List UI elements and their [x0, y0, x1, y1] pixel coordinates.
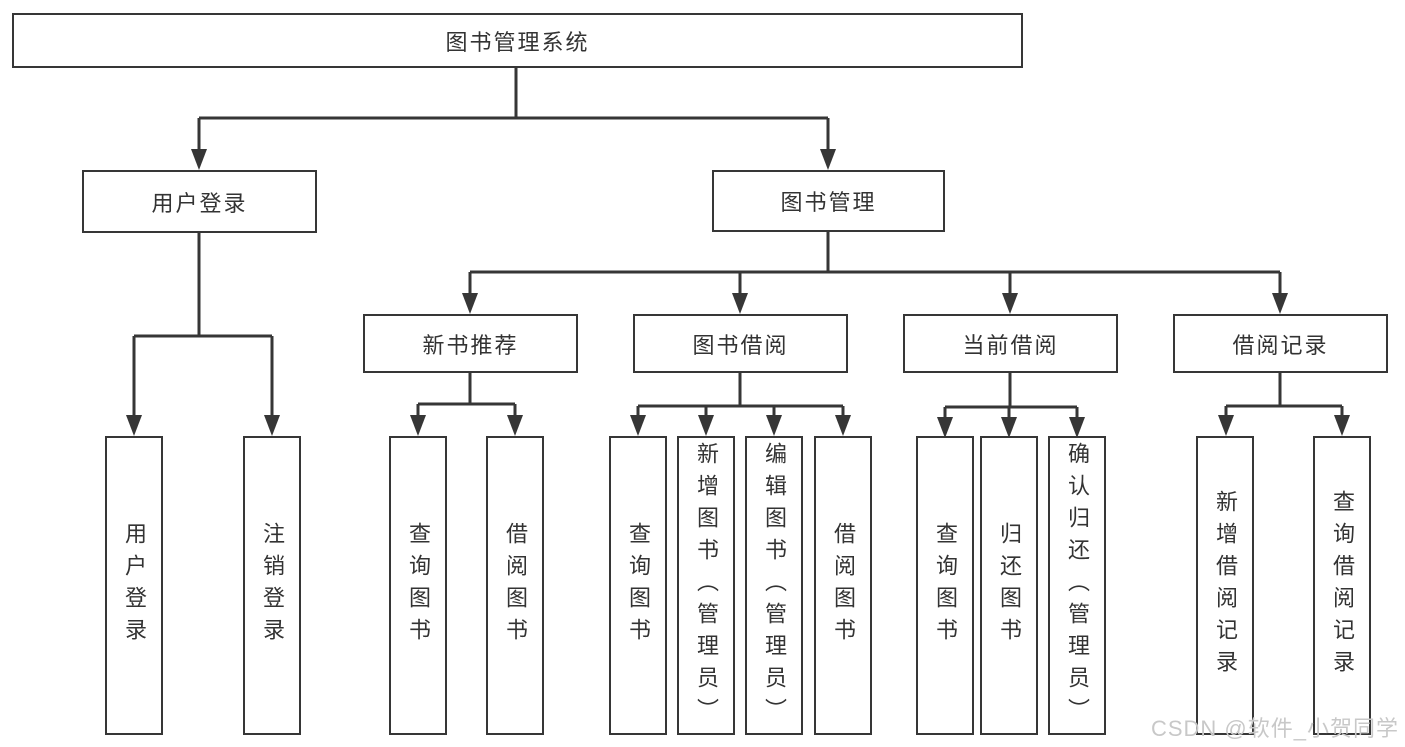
leaf-borrow-query-book: 查询图书 — [609, 436, 667, 735]
leaf-return-book-label: 归还图书 — [997, 521, 1022, 650]
watermark: CSDN @软件_小贺同学 — [1150, 716, 1399, 741]
leaf-current-query-book-label: 查询图书 — [933, 521, 958, 650]
leaf-recommend-borrow-book-label: 借阅图书 — [503, 521, 528, 650]
node-book-borrow: 图书借阅 — [633, 314, 848, 373]
leaf-recommend-query-book: 查询图书 — [389, 436, 447, 735]
node-new-book-recommend: 新书推荐 — [363, 314, 578, 373]
leaf-borrow-book: 借阅图书 — [814, 436, 872, 735]
node-current-borrow: 当前借阅 — [903, 314, 1118, 373]
leaf-user-login-label: 用户登录 — [122, 521, 147, 650]
leaf-borrow-book-label: 借阅图书 — [831, 521, 856, 650]
leaf-add-book-admin-label: 新增图书（管理员） — [694, 441, 719, 730]
leaf-recommend-query-book-label: 查询图书 — [406, 521, 431, 650]
leaf-return-book: 归还图书 — [980, 436, 1038, 735]
node-borrow-record-label: 借阅记录 — [1232, 332, 1329, 358]
leaf-add-borrow-record-label: 新增借阅记录 — [1213, 489, 1238, 682]
leaf-logout-label: 注销登录 — [260, 521, 285, 650]
node-root: 图书管理系统 — [12, 13, 1023, 68]
leaf-edit-book-admin: 编辑图书（管理员） — [745, 436, 803, 735]
node-current-borrow-label: 当前借阅 — [962, 332, 1059, 358]
leaf-confirm-return-admin-label: 确认归还（管理员） — [1065, 441, 1090, 730]
leaf-query-borrow-record-label: 查询借阅记录 — [1330, 489, 1355, 682]
leaf-user-login: 用户登录 — [105, 436, 163, 735]
leaf-edit-book-admin-label: 编辑图书（管理员） — [762, 441, 787, 730]
node-root-label: 图书管理系统 — [445, 29, 590, 55]
node-user-login: 用户登录 — [82, 170, 317, 233]
node-book-management-label: 图书管理 — [780, 190, 877, 215]
node-book-management: 图书管理 — [712, 170, 945, 232]
leaf-add-book-admin: 新增图书（管理员） — [677, 436, 735, 735]
leaf-confirm-return-admin: 确认归还（管理员） — [1048, 436, 1106, 735]
leaf-recommend-borrow-book: 借阅图书 — [486, 436, 544, 735]
node-book-borrow-label: 图书借阅 — [692, 332, 789, 358]
leaf-query-borrow-record: 查询借阅记录 — [1313, 436, 1371, 735]
leaf-borrow-query-book-label: 查询图书 — [626, 521, 651, 650]
node-new-book-recommend-label: 新书推荐 — [422, 332, 519, 358]
node-user-login-label: 用户登录 — [151, 190, 248, 216]
leaf-current-query-book: 查询图书 — [916, 436, 974, 735]
node-borrow-record: 借阅记录 — [1173, 314, 1388, 373]
leaf-logout: 注销登录 — [243, 436, 301, 735]
leaf-add-borrow-record: 新增借阅记录 — [1196, 436, 1254, 735]
